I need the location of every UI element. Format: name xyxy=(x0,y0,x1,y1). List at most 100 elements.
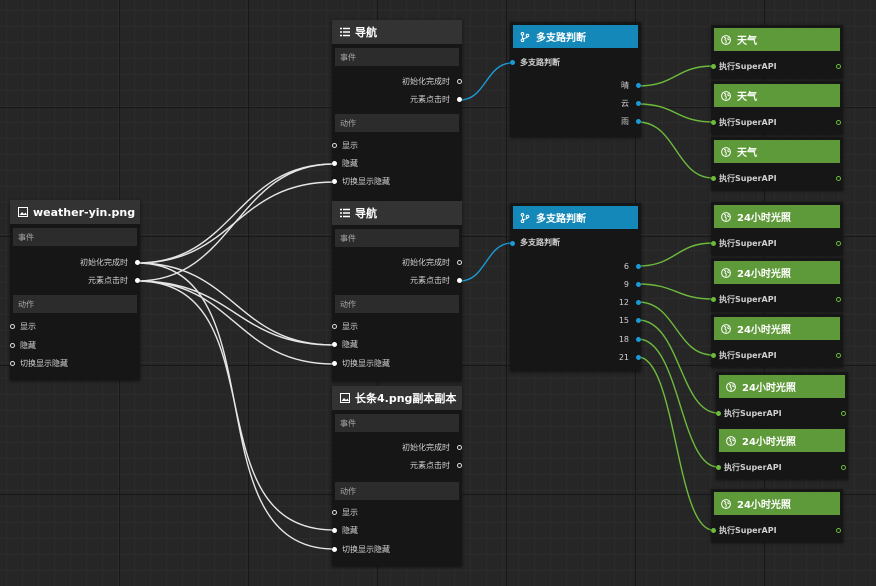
api-header[interactable]: 天气 xyxy=(714,28,840,51)
node-nav-2[interactable]: 导航 事件 初始化完成时 元素点击时 动作 显示 隐藏 切换显示隐藏 xyxy=(332,201,462,381)
branch-output-5-port[interactable] xyxy=(636,337,641,342)
api-header[interactable]: 24小时光照 xyxy=(719,429,845,452)
branch-output-4-label: 15 xyxy=(618,316,629,325)
branch-input-port[interactable] xyxy=(510,241,515,246)
section-action: 动作 xyxy=(335,114,459,132)
branch-header[interactable]: 多支路判断 xyxy=(513,25,638,48)
api-node-2[interactable]: 天气 执行SuperAPI xyxy=(711,81,843,134)
event-init: 初始化完成时 xyxy=(402,258,450,267)
api-title: 24小时光照 xyxy=(742,383,796,394)
api-output-port[interactable] xyxy=(836,176,841,181)
node-weather-yin[interactable]: weather-yin.png 事件 初始化完成时 元素点击时 动作 显示 隐藏… xyxy=(10,200,140,380)
api-output-port[interactable] xyxy=(841,411,846,416)
wire-branch2-out5 xyxy=(637,338,719,468)
api-input-port[interactable] xyxy=(711,528,716,533)
branch-output-1-port[interactable] xyxy=(636,83,641,88)
node-branch-2[interactable]: 多支路判断 多支路判断 6 9 12 15 18 21 xyxy=(510,203,641,371)
output-port-init[interactable] xyxy=(457,260,462,265)
node-branch-1[interactable]: 多支路判断 多支路判断 晴 云 雨 xyxy=(510,22,641,137)
output-port-init[interactable] xyxy=(135,260,140,265)
api-output-port[interactable] xyxy=(841,465,846,470)
api-node-4[interactable]: 24小时光照 执行SuperAPI xyxy=(711,202,843,255)
api-node-1[interactable]: 天气 执行SuperAPI xyxy=(711,25,843,78)
output-port-init[interactable] xyxy=(457,445,462,450)
api-output-port[interactable] xyxy=(836,528,841,533)
output-port-click[interactable] xyxy=(457,97,462,102)
event-init: 初始化完成时 xyxy=(402,443,450,452)
branch-input-port[interactable] xyxy=(510,60,515,65)
input-port-hide[interactable] xyxy=(332,528,337,533)
node-header[interactable]: 导航 xyxy=(332,201,462,225)
input-port-hide[interactable] xyxy=(10,343,15,348)
branch-output-2-port[interactable] xyxy=(636,101,641,106)
api-output-port[interactable] xyxy=(836,64,841,69)
input-port-toggle[interactable] xyxy=(332,547,337,552)
api-node-6[interactable]: 24小时光照 执行SuperAPI xyxy=(711,314,843,367)
branch-header[interactable]: 多支路判断 xyxy=(513,206,638,229)
action-toggle: 切换显示隐藏 xyxy=(342,359,390,368)
api-input-port[interactable] xyxy=(716,465,721,470)
api-header[interactable]: 24小时光照 xyxy=(714,205,840,228)
api-header[interactable]: 24小时光照 xyxy=(719,375,845,398)
wire-weather-init-to-nav1-toggle xyxy=(136,181,335,264)
input-port-show[interactable] xyxy=(332,324,337,329)
input-port-show[interactable] xyxy=(332,510,337,515)
api-input-port[interactable] xyxy=(711,176,716,181)
branch-output-3-label: 雨 xyxy=(621,117,629,126)
action-hide: 隐藏 xyxy=(20,341,36,350)
input-port-show[interactable] xyxy=(10,324,15,329)
node-long-strip[interactable]: 长条4.png副本副本 事件 初始化完成时 元素点击时 动作 显示 隐藏 切换显… xyxy=(332,386,462,566)
output-port-click[interactable] xyxy=(457,463,462,468)
action-show: 显示 xyxy=(342,141,358,150)
api-output-port[interactable] xyxy=(836,297,841,302)
api-header[interactable]: 24小时光照 xyxy=(714,492,840,515)
branch-input-label: 多支路判断 xyxy=(520,238,560,247)
list-icon xyxy=(340,27,350,37)
input-port-toggle[interactable] xyxy=(332,179,337,184)
branch-output-2-port[interactable] xyxy=(636,282,641,287)
section-action: 动作 xyxy=(13,295,137,313)
node-header[interactable]: 导航 xyxy=(332,20,462,44)
input-port-toggle[interactable] xyxy=(10,361,15,366)
wire-weather-click-to-nav1-hide xyxy=(136,163,335,282)
api-node-3[interactable]: 天气 执行SuperAPI xyxy=(711,137,843,190)
node-header[interactable]: 长条4.png副本副本 xyxy=(332,386,462,410)
output-port-click[interactable] xyxy=(457,278,462,283)
api-output-port[interactable] xyxy=(836,120,841,125)
api-node-8[interactable]: 24小时光照 执行SuperAPI xyxy=(716,426,848,479)
input-port-hide[interactable] xyxy=(332,161,337,166)
node-nav-1[interactable]: 导航 事件 初始化完成时 元素点击时 动作 显示 隐藏 切换显示隐藏 xyxy=(332,20,462,200)
branch-output-3-port[interactable] xyxy=(636,119,641,124)
input-port-show[interactable] xyxy=(332,143,337,148)
api-header[interactable]: 24小时光照 xyxy=(714,261,840,284)
branch-output-1-port[interactable] xyxy=(636,264,641,269)
api-output-port[interactable] xyxy=(836,353,841,358)
api-node-5[interactable]: 24小时光照 执行SuperAPI xyxy=(711,258,843,311)
output-port-click[interactable] xyxy=(135,278,140,283)
api-input-port[interactable] xyxy=(716,411,721,416)
api-input-port[interactable] xyxy=(711,353,716,358)
api-node-7[interactable]: 24小时光照 执行SuperAPI xyxy=(716,372,848,425)
api-header[interactable]: 24小时光照 xyxy=(714,317,840,340)
branch-output-4-port[interactable] xyxy=(636,318,641,323)
wire-branch1-out2 xyxy=(637,103,714,123)
action-toggle: 切换显示隐藏 xyxy=(342,177,390,186)
section-event: 事件 xyxy=(335,48,459,66)
api-input-port[interactable] xyxy=(711,120,716,125)
branch-output-6-port[interactable] xyxy=(636,355,641,360)
api-exec-label: 执行SuperAPI xyxy=(719,174,777,183)
output-port-init[interactable] xyxy=(457,79,462,84)
api-output-port[interactable] xyxy=(836,241,841,246)
api-input-port[interactable] xyxy=(711,64,716,69)
wire-weather-click-to-nav2-hide xyxy=(136,280,335,346)
api-node-9[interactable]: 24小时光照 执行SuperAPI xyxy=(711,489,843,542)
input-port-toggle[interactable] xyxy=(332,361,337,366)
api-input-port[interactable] xyxy=(711,241,716,246)
node-header[interactable]: weather-yin.png xyxy=(10,200,140,224)
input-port-hide[interactable] xyxy=(332,342,337,347)
api-header[interactable]: 天气 xyxy=(714,140,840,163)
api-header[interactable]: 天气 xyxy=(714,84,840,107)
branch-output-3-port[interactable] xyxy=(636,300,641,305)
branch-icon xyxy=(520,31,530,42)
api-input-port[interactable] xyxy=(711,297,716,302)
